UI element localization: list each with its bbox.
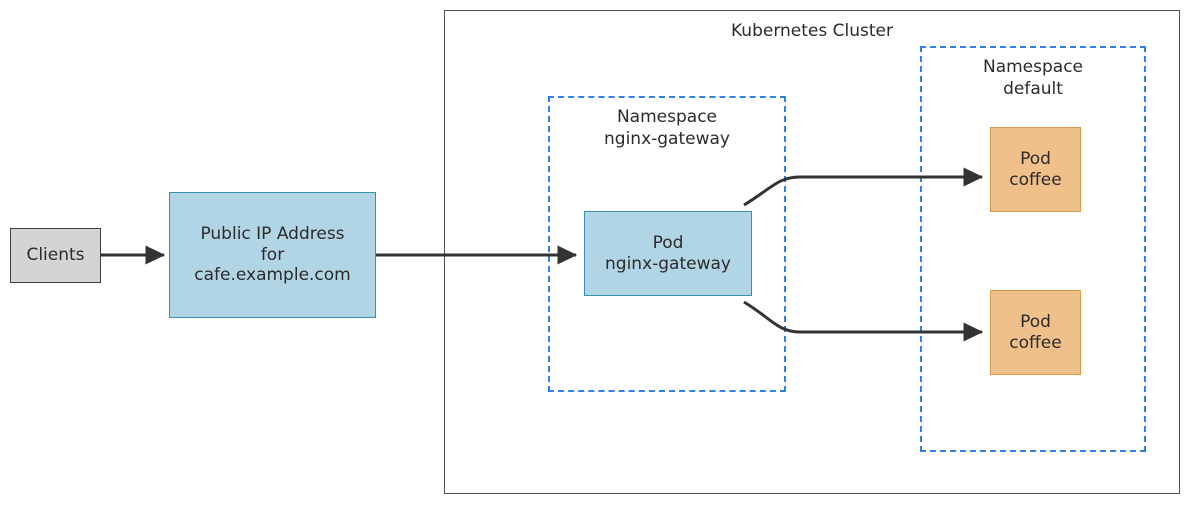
namespace-default-container: Namespace default [920,46,1146,452]
node-pod-coffee-top[interactable]: Pod coffee [990,127,1081,212]
node-pod-nginx-gateway-label: Pod nginx-gateway [605,232,731,274]
node-pod-coffee-top-label: Pod coffee [1009,148,1062,190]
namespace-nginx-gateway-container: Namespace nginx-gateway [548,96,786,392]
node-pod-coffee-bottom-label: Pod coffee [1009,311,1062,353]
node-public-ip-address-label: Public IP Address for cafe.example.com [194,223,351,286]
kubernetes-cluster-title: Kubernetes Cluster [731,21,893,41]
node-public-ip-address[interactable]: Public IP Address for cafe.example.com [169,192,376,318]
node-pod-nginx-gateway[interactable]: Pod nginx-gateway [584,211,752,296]
node-pod-coffee-bottom[interactable]: Pod coffee [990,290,1081,375]
node-clients[interactable]: Clients [10,228,101,283]
namespace-default-title: Namespace default [982,57,1084,100]
node-clients-label: Clients [26,245,85,266]
namespace-nginx-gateway-title: Namespace nginx-gateway [604,107,730,150]
